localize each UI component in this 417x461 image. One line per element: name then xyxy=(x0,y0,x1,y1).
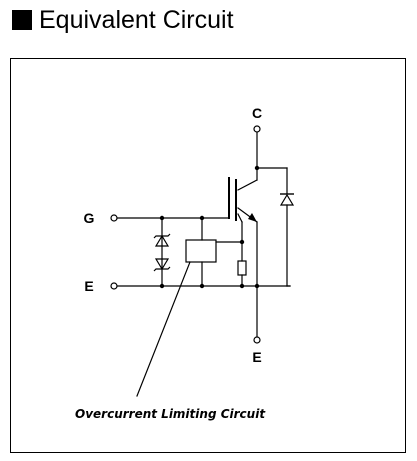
overcurrent-limiting-block xyxy=(185,239,217,263)
diagram-frame xyxy=(10,58,406,453)
freewheel-diode-icon xyxy=(279,193,295,206)
emitter-left-terminal-icon xyxy=(110,282,118,290)
annotation-leader-line xyxy=(136,261,191,397)
section-heading: Equivalent Circuit xyxy=(12,2,234,38)
junction-dots xyxy=(159,165,260,289)
gate-label: G xyxy=(84,210,95,226)
emitter-bottom-label: E xyxy=(252,349,261,365)
gate-zener-diodes-icon xyxy=(153,233,171,272)
sense-resistor xyxy=(237,260,247,276)
emitter-left-label: E xyxy=(84,278,93,294)
page-title: Equivalent Circuit xyxy=(39,5,234,34)
igbt-collector-leg xyxy=(237,179,258,191)
igbt-sense-leg xyxy=(237,213,243,223)
collector-terminal-icon xyxy=(253,125,261,133)
igbt-emitter-arrow-icon xyxy=(248,213,257,222)
gate-terminal-icon xyxy=(110,214,118,222)
overcurrent-limiting-caption: Overcurrent Limiting Circuit xyxy=(75,407,266,421)
collector-label: C xyxy=(252,105,262,121)
square-bullet-icon xyxy=(12,10,32,30)
emitter-bottom-terminal-icon xyxy=(253,336,261,344)
